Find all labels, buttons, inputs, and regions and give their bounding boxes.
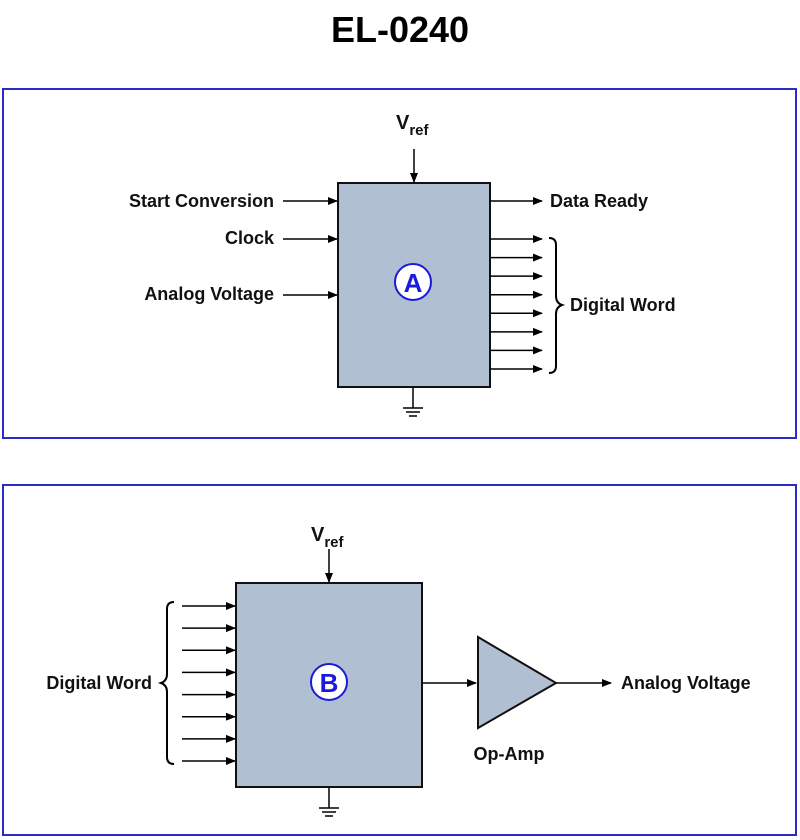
ground-icon xyxy=(403,388,423,417)
input-digital-word: Digital Word xyxy=(46,673,152,693)
badge-b-label: B xyxy=(320,668,339,698)
badge-a-label: A xyxy=(404,268,423,298)
badge-a: A xyxy=(394,263,432,301)
panel-b: B Vref Digital Word Analog Voltage Op-Am… xyxy=(2,484,797,836)
output-data-ready: Data Ready xyxy=(550,191,648,211)
digital-word-outputs xyxy=(490,235,543,373)
input-clock: Clock xyxy=(225,228,275,248)
vref-label-a: Vref xyxy=(396,112,430,139)
panel-a: A Vref Start Conversion Clock Analog Vol… xyxy=(2,88,797,439)
vref-label-b: Vref xyxy=(311,524,345,551)
output-analog-voltage: Analog Voltage xyxy=(621,673,751,693)
digital-word-inputs xyxy=(182,602,236,765)
input-analog-voltage: Analog Voltage xyxy=(144,284,274,304)
brace-a xyxy=(548,237,566,374)
op-amp-icon xyxy=(477,635,558,730)
adc-block xyxy=(337,182,491,388)
op-amp-label: Op-Amp xyxy=(474,744,545,764)
input-start-conversion: Start Conversion xyxy=(129,191,274,211)
diagram-title: EL-0240 xyxy=(331,9,469,50)
ground-icon xyxy=(319,788,339,817)
panel-b-border xyxy=(2,484,797,836)
badge-b-circle xyxy=(310,663,348,701)
brace-b xyxy=(157,601,175,765)
panel-a-border xyxy=(2,88,797,439)
badge-b: B xyxy=(310,663,348,701)
badge-a-circle xyxy=(394,263,432,301)
output-digital-word: Digital Word xyxy=(570,295,676,315)
